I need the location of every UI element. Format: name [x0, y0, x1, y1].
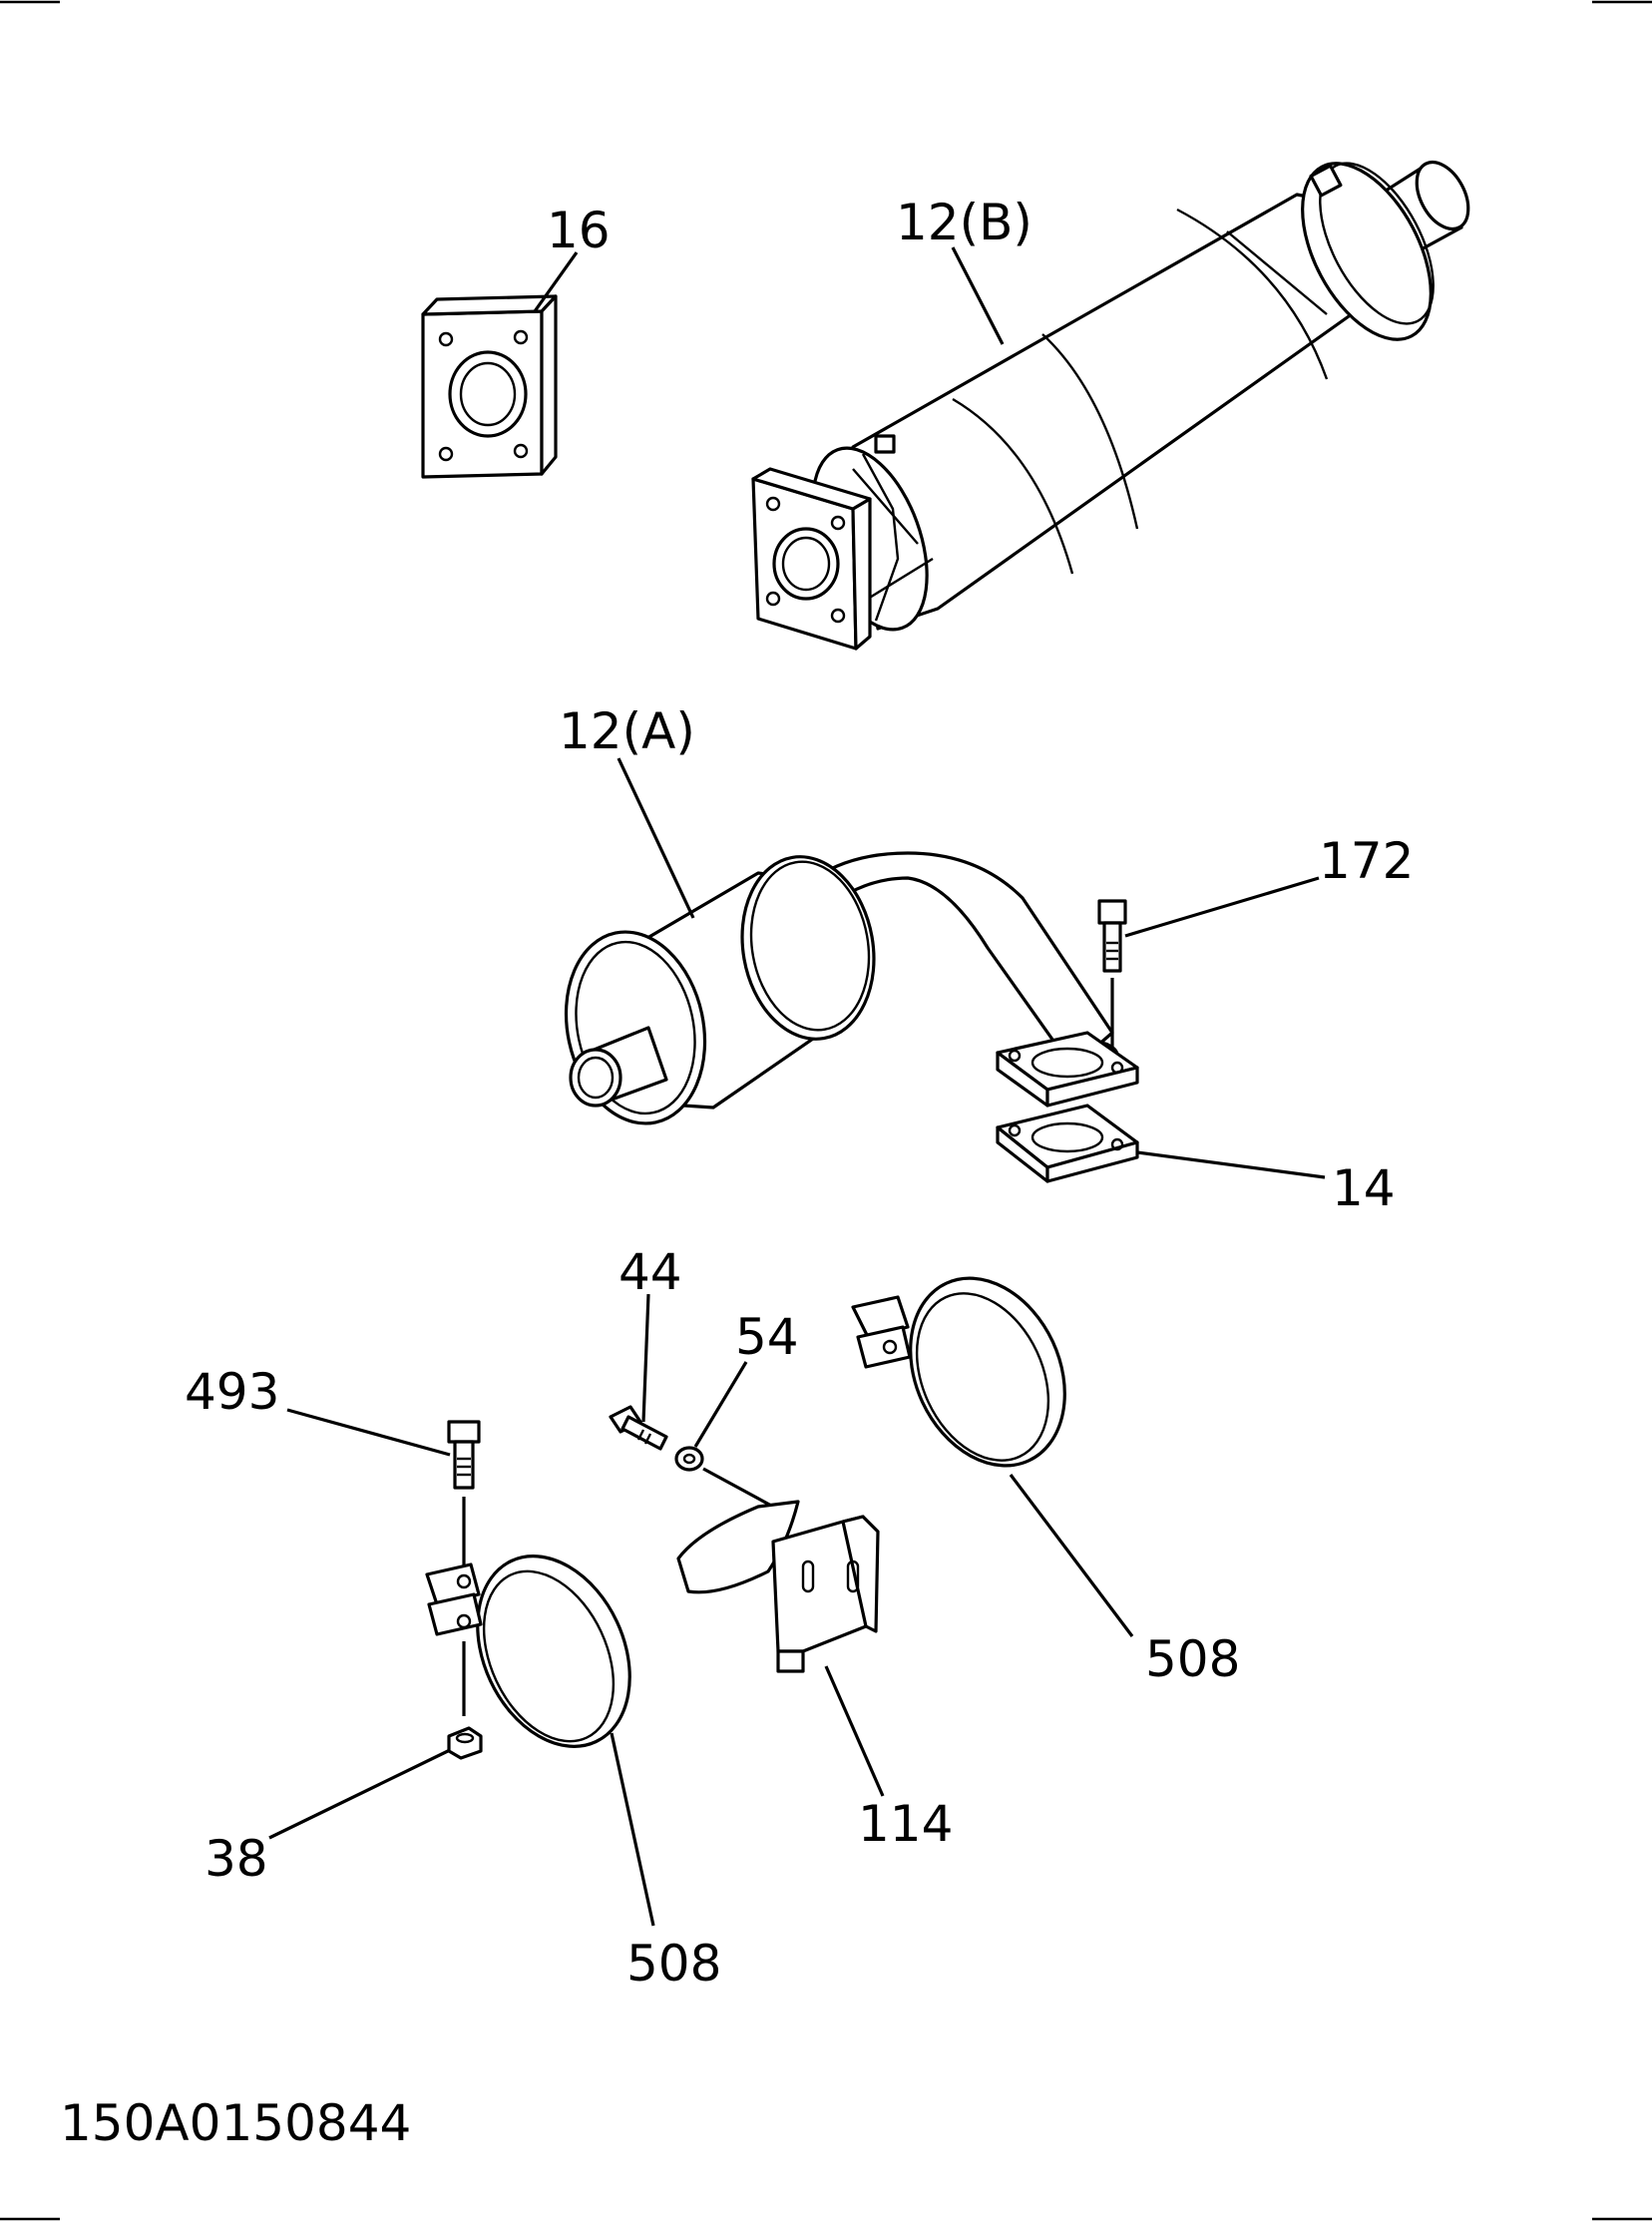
bolt-493: [447, 1420, 481, 1716]
muffler-12b: [751, 160, 1470, 651]
bolt-44: [609, 1405, 668, 1451]
callout-12a: 12(A): [559, 702, 695, 760]
callout-172: 172: [1319, 832, 1414, 890]
callout-labels: 16 12(B) 12(A) 172 14 44 54 493 508 508 …: [185, 194, 1414, 1993]
callout-14: 14: [1332, 1159, 1396, 1217]
callout-38: 38: [205, 1830, 268, 1888]
gasket-16: [421, 294, 558, 479]
flange-14: [996, 1031, 1139, 1183]
clamp-508-left: [425, 1555, 631, 1748]
callout-12b: 12(B): [896, 194, 1032, 251]
bolt-172: [1097, 899, 1127, 1048]
washer-54: [674, 1446, 774, 1509]
callout-508-left: 508: [626, 1935, 721, 1993]
bracket-114: [676, 1500, 880, 1673]
drawing-code: 150A0150844: [60, 2094, 411, 2152]
callout-54: 54: [735, 1308, 799, 1366]
nut-38: [447, 1726, 483, 1760]
clamp-508-right: [851, 1276, 1066, 1468]
callout-16: 16: [547, 202, 611, 259]
callout-493: 493: [185, 1363, 279, 1421]
callout-114: 114: [858, 1795, 953, 1853]
leader-lines: [268, 246, 1326, 1927]
callout-44: 44: [619, 1243, 682, 1301]
callout-508-right: 508: [1145, 1630, 1240, 1688]
